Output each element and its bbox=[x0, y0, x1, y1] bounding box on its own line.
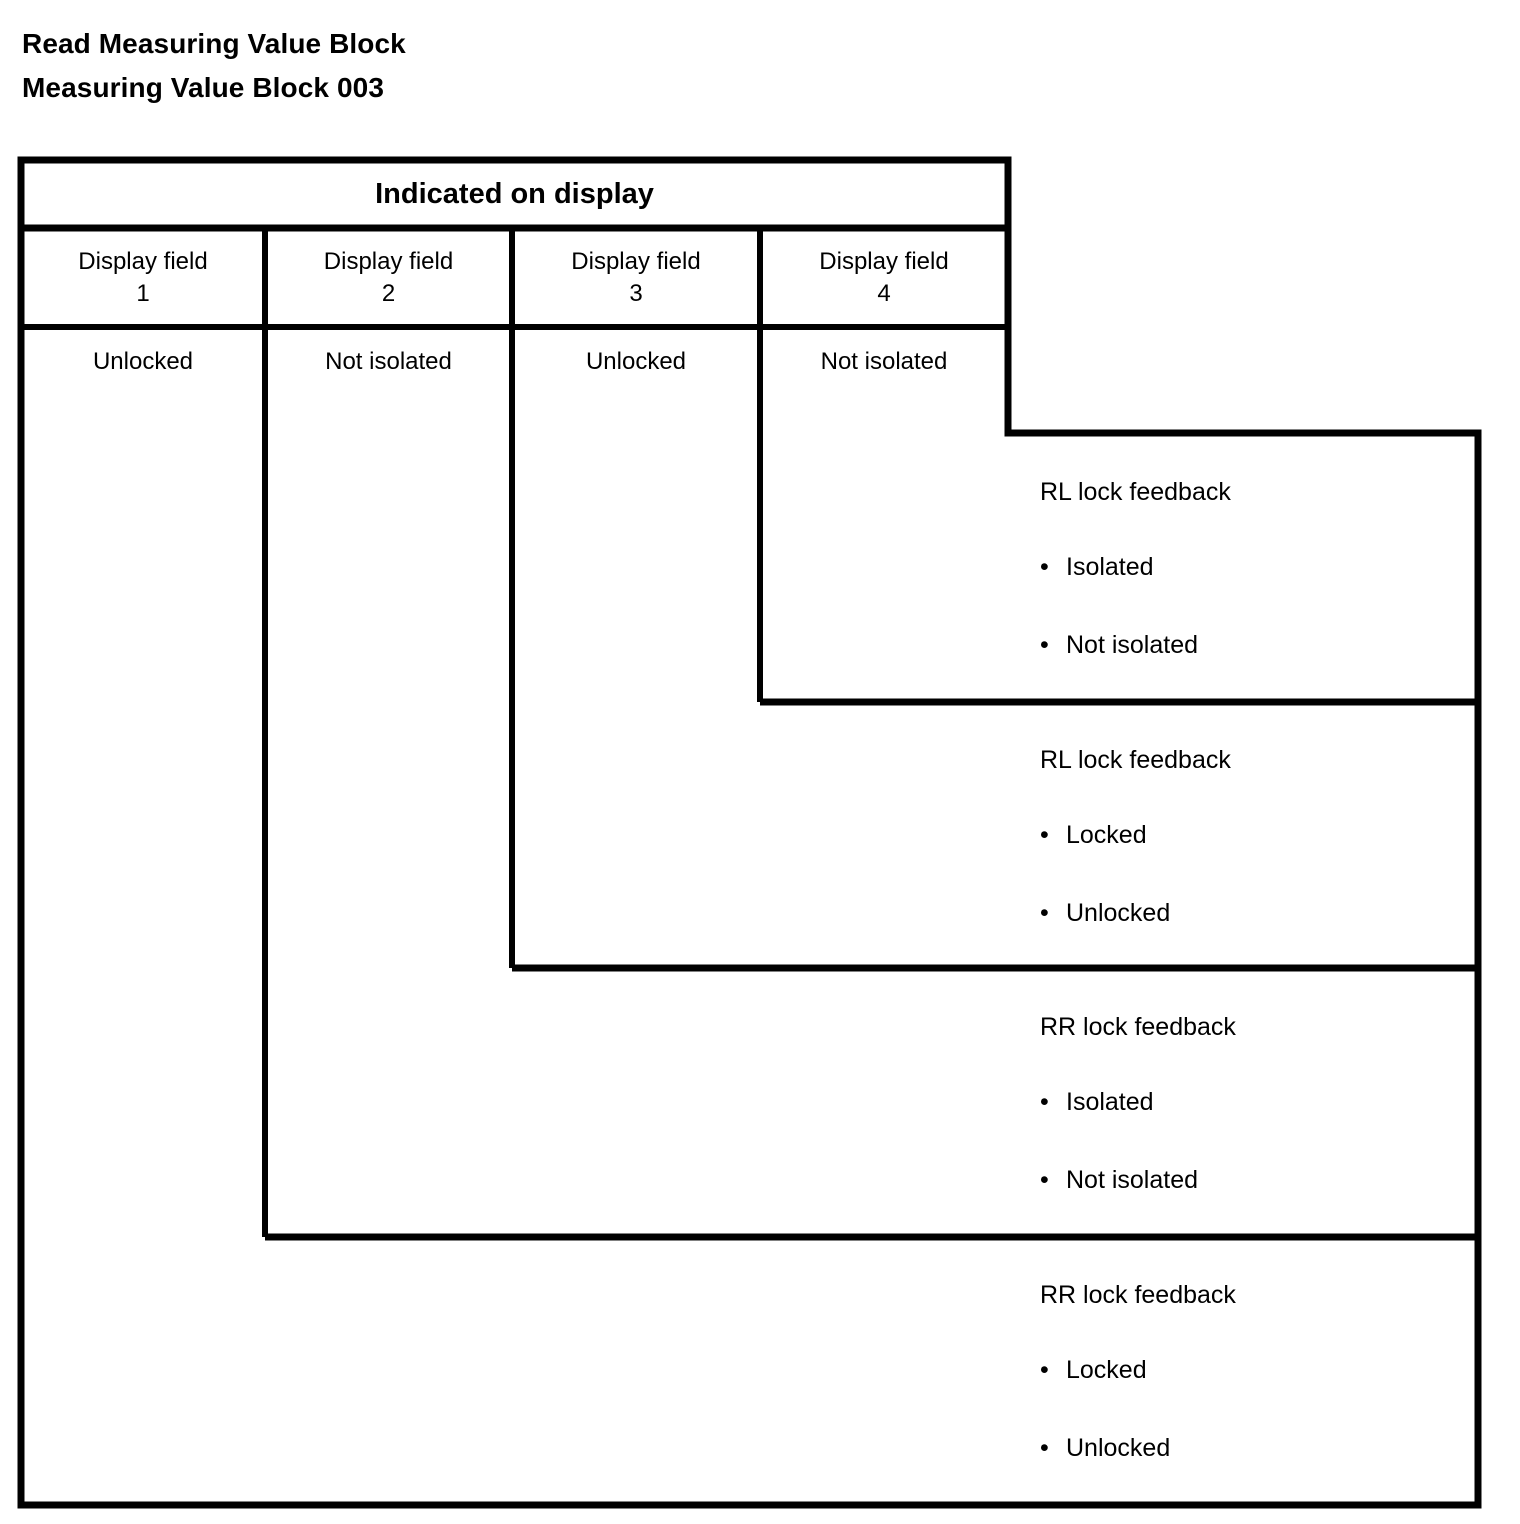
bullet-icon: • bbox=[1040, 1088, 1049, 1116]
explanation-item-label-4-2: Unlocked bbox=[1066, 1434, 1171, 1462]
document-title: Read Measuring Value Block Measuring Val… bbox=[22, 22, 922, 110]
bullet-icon: • bbox=[1040, 553, 1049, 581]
explanation-block-1: RL lock feedback • Isolated • Not isolat… bbox=[1040, 470, 1480, 700]
bullet-icon: • bbox=[1040, 821, 1049, 849]
column-header-1: Display field 1 bbox=[21, 228, 265, 327]
title-line-2: Measuring Value Block 003 bbox=[22, 72, 384, 103]
column-header-number-4: 4 bbox=[877, 279, 891, 307]
column-value-2: Not isolated bbox=[325, 348, 452, 375]
column-header-label-1: Display field bbox=[78, 247, 208, 275]
explanation-item-label-2-2: Unlocked bbox=[1066, 899, 1171, 927]
bullet-icon: • bbox=[1040, 1166, 1049, 1194]
column-header-4: Display field 4 bbox=[760, 228, 1008, 327]
explanation-block-3: RR lock feedback • Isolated • Not isolat… bbox=[1040, 1005, 1480, 1235]
column-value-1: Unlocked bbox=[92, 348, 194, 375]
explanation-block-4: RR lock feedback • Locked • Unlocked bbox=[1040, 1273, 1480, 1503]
explanation-title-3: RR lock feedback bbox=[1040, 1013, 1236, 1041]
column-header-label-4: Display field bbox=[819, 247, 949, 275]
title-line-1: Read Measuring Value Block bbox=[22, 28, 406, 59]
column-header-2: Display field 2 bbox=[265, 228, 512, 327]
bullet-icon: • bbox=[1040, 631, 1049, 659]
explanation-item-label-3-1: Isolated bbox=[1066, 1088, 1154, 1116]
explanation-block-2: RL lock feedback • Locked • Unlocked bbox=[1040, 738, 1480, 968]
bullet-icon: • bbox=[1040, 899, 1049, 927]
column-value-4: Not isolated bbox=[820, 348, 948, 375]
table-header-indicated-on-display: Indicated on display bbox=[375, 177, 654, 210]
bullet-icon: • bbox=[1040, 1356, 1049, 1384]
explanation-title-1: RL lock feedback bbox=[1040, 478, 1231, 506]
explanation-title-2: RL lock feedback bbox=[1040, 746, 1231, 774]
bullet-icon: • bbox=[1040, 1434, 1049, 1462]
column-header-3: Display field 3 bbox=[512, 228, 760, 327]
column-value-3: Unlocked bbox=[585, 348, 687, 375]
explanation-title-4: RR lock feedback bbox=[1040, 1281, 1236, 1309]
column-header-number-1: 1 bbox=[136, 279, 150, 307]
explanation-item-label-4-1: Locked bbox=[1066, 1356, 1147, 1384]
column-header-number-3: 3 bbox=[629, 279, 643, 307]
explanation-item-label-2-1: Locked bbox=[1066, 821, 1147, 849]
column-header-label-2: Display field bbox=[323, 247, 454, 275]
explanation-item-label-1-1: Isolated bbox=[1066, 553, 1154, 581]
column-header-label-3: Display field bbox=[571, 247, 701, 275]
column-header-number-2: 2 bbox=[381, 279, 396, 307]
explanation-item-label-3-2: Not isolated bbox=[1066, 1166, 1199, 1194]
explanation-item-label-1-2: Not isolated bbox=[1066, 631, 1199, 659]
